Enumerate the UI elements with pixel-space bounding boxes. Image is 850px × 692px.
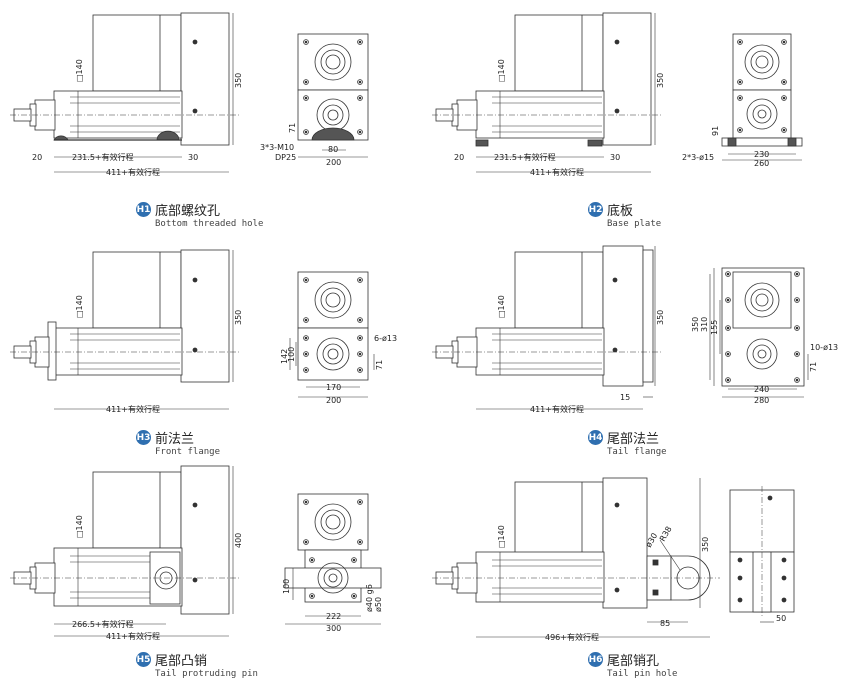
badge-h3: H3: [136, 430, 151, 445]
badge-h6: H6: [588, 652, 603, 667]
h1-note2: DP25: [275, 153, 296, 162]
h5-side-view: [10, 465, 240, 615]
caption-h3: H3 前法兰 Front flange: [136, 428, 220, 457]
caption-h3-en: Front flange: [155, 447, 221, 457]
h1-dim-c: 30: [188, 153, 198, 162]
h5-end-view: [284, 493, 382, 603]
caption-h2: H2 底板 Base plate: [588, 200, 661, 229]
h1-dim-b: 231.5+有效行程: [72, 152, 134, 162]
h3-dim-v2: 100: [287, 347, 296, 362]
h4-side-view: [432, 245, 662, 387]
h6-dim-sq: □140: [497, 525, 506, 548]
h2-dim-v: 91: [711, 126, 720, 136]
h1-dim-total: 411+有效行程: [106, 167, 160, 177]
h6-dim-total: 496+有效行程: [545, 632, 599, 642]
caption-h1-en: Bottom threaded hole: [155, 219, 264, 229]
h4-dim-sq: □140: [497, 295, 506, 318]
h4-dim-c: 15: [620, 393, 630, 402]
h1-note1: 3*3-M10: [260, 143, 294, 152]
caption-h2-zh: 底板: [607, 204, 634, 219]
h6-dim-w: 50: [776, 614, 786, 623]
h4-dim-total: 411+有效行程: [530, 404, 584, 414]
h5-dim-w1: 222: [326, 612, 341, 621]
caption-h5-zh: 尾部凸销: [155, 654, 208, 669]
h3-dim-v1: 142: [280, 349, 289, 364]
caption-h5-en: Tail protruding pin: [155, 669, 258, 679]
h3-dim-v3: 71: [375, 360, 384, 370]
h2-dim-w1: 230: [754, 150, 769, 159]
h1-end-view: [297, 33, 369, 141]
caption-h2-en: Base plate: [607, 219, 662, 229]
h4-holes: 10-ø13: [810, 343, 838, 352]
h6-side-view: [432, 477, 720, 609]
h3-side-view: [10, 249, 240, 383]
h1-dim-m: 80: [328, 145, 338, 154]
h4-dim-v2: 155: [710, 320, 719, 335]
h6-dim-r: R38: [658, 525, 674, 543]
h4-dim-w2: 280: [754, 396, 769, 405]
h5-dim-d2: ø50: [374, 597, 383, 612]
badge-h4: H4: [588, 430, 603, 445]
caption-h5: H5 尾部凸销 Tail protruding pin: [136, 650, 258, 679]
h4-dim-h: 350: [656, 310, 665, 325]
h4-dim-v3: 71: [809, 362, 818, 372]
h3-dim-h: 350: [234, 310, 243, 325]
h6-dim-h: 350: [701, 537, 710, 552]
badge-h5: H5: [136, 652, 151, 667]
h2-end-view: [721, 33, 803, 147]
h5-dim-v: 100: [282, 579, 291, 594]
h3-dim-w2: 200: [326, 396, 341, 405]
caption-h6: H6 尾部销孔 Tail pin hole: [588, 650, 677, 679]
h1-dim-sq: □140: [75, 59, 84, 82]
h4-dim-v1: 310: [700, 317, 709, 332]
caption-h1: H1 底部螺纹孔 Bottom threaded hole: [136, 200, 263, 229]
caption-h4-en: Tail flange: [607, 447, 667, 457]
h2-side-view: [432, 12, 662, 147]
caption-h4: H4 尾部法兰 Tail flange: [588, 428, 667, 457]
h6-end-view: [729, 486, 795, 618]
h6-dim-c: 85: [660, 619, 670, 628]
h3-dim-w1: 170: [326, 383, 341, 392]
h5-dim-b: 266.5+有效行程: [72, 619, 134, 629]
caption-h6-en: Tail pin hole: [607, 669, 678, 679]
caption-h3-zh: 前法兰: [155, 432, 195, 447]
h1-dim-a: 20: [32, 153, 42, 162]
h1-side-view: [10, 12, 240, 146]
h1-dim-v: 71: [288, 123, 297, 133]
badge-h1: H1: [136, 202, 151, 217]
h3-holes: 6-ø13: [374, 334, 397, 343]
caption-h6-zh: 尾部销孔: [607, 654, 660, 669]
h1-dim-h: 350: [234, 73, 243, 88]
caption-h4-zh: 尾部法兰: [607, 432, 660, 447]
h5-dim-sq: □140: [75, 515, 84, 538]
h2-dim-total: 411+有效行程: [530, 167, 584, 177]
h2-dim-c: 30: [610, 153, 620, 162]
h5-dim-d1: ø40 g6: [365, 584, 374, 612]
h5-dim-total: 411+有效行程: [106, 631, 160, 641]
h2-dim-a: 20: [454, 153, 464, 162]
h2-dim-w2: 260: [754, 159, 769, 168]
h3-dim-sq: □140: [75, 295, 84, 318]
h3-end-view: [297, 271, 369, 381]
h1-dim-w: 200: [326, 158, 341, 167]
h2-dim-b: 231.5+有效行程: [494, 152, 556, 162]
h2-note: 2*3-ø15: [682, 153, 714, 162]
h5-dim-w2: 300: [326, 624, 341, 633]
h2-dim-sq: □140: [497, 59, 506, 82]
h4-end-view: [721, 267, 805, 387]
h4-dim-w1: 240: [754, 385, 769, 394]
h2-dim-h: 350: [656, 73, 665, 88]
h3-dim-total: 411+有效行程: [106, 404, 160, 414]
caption-h1-zh: 底部螺纹孔: [155, 204, 221, 219]
h4-dim-v0: 350: [691, 317, 700, 332]
badge-h2: H2: [588, 202, 603, 217]
h5-dim-h: 400: [234, 533, 243, 548]
